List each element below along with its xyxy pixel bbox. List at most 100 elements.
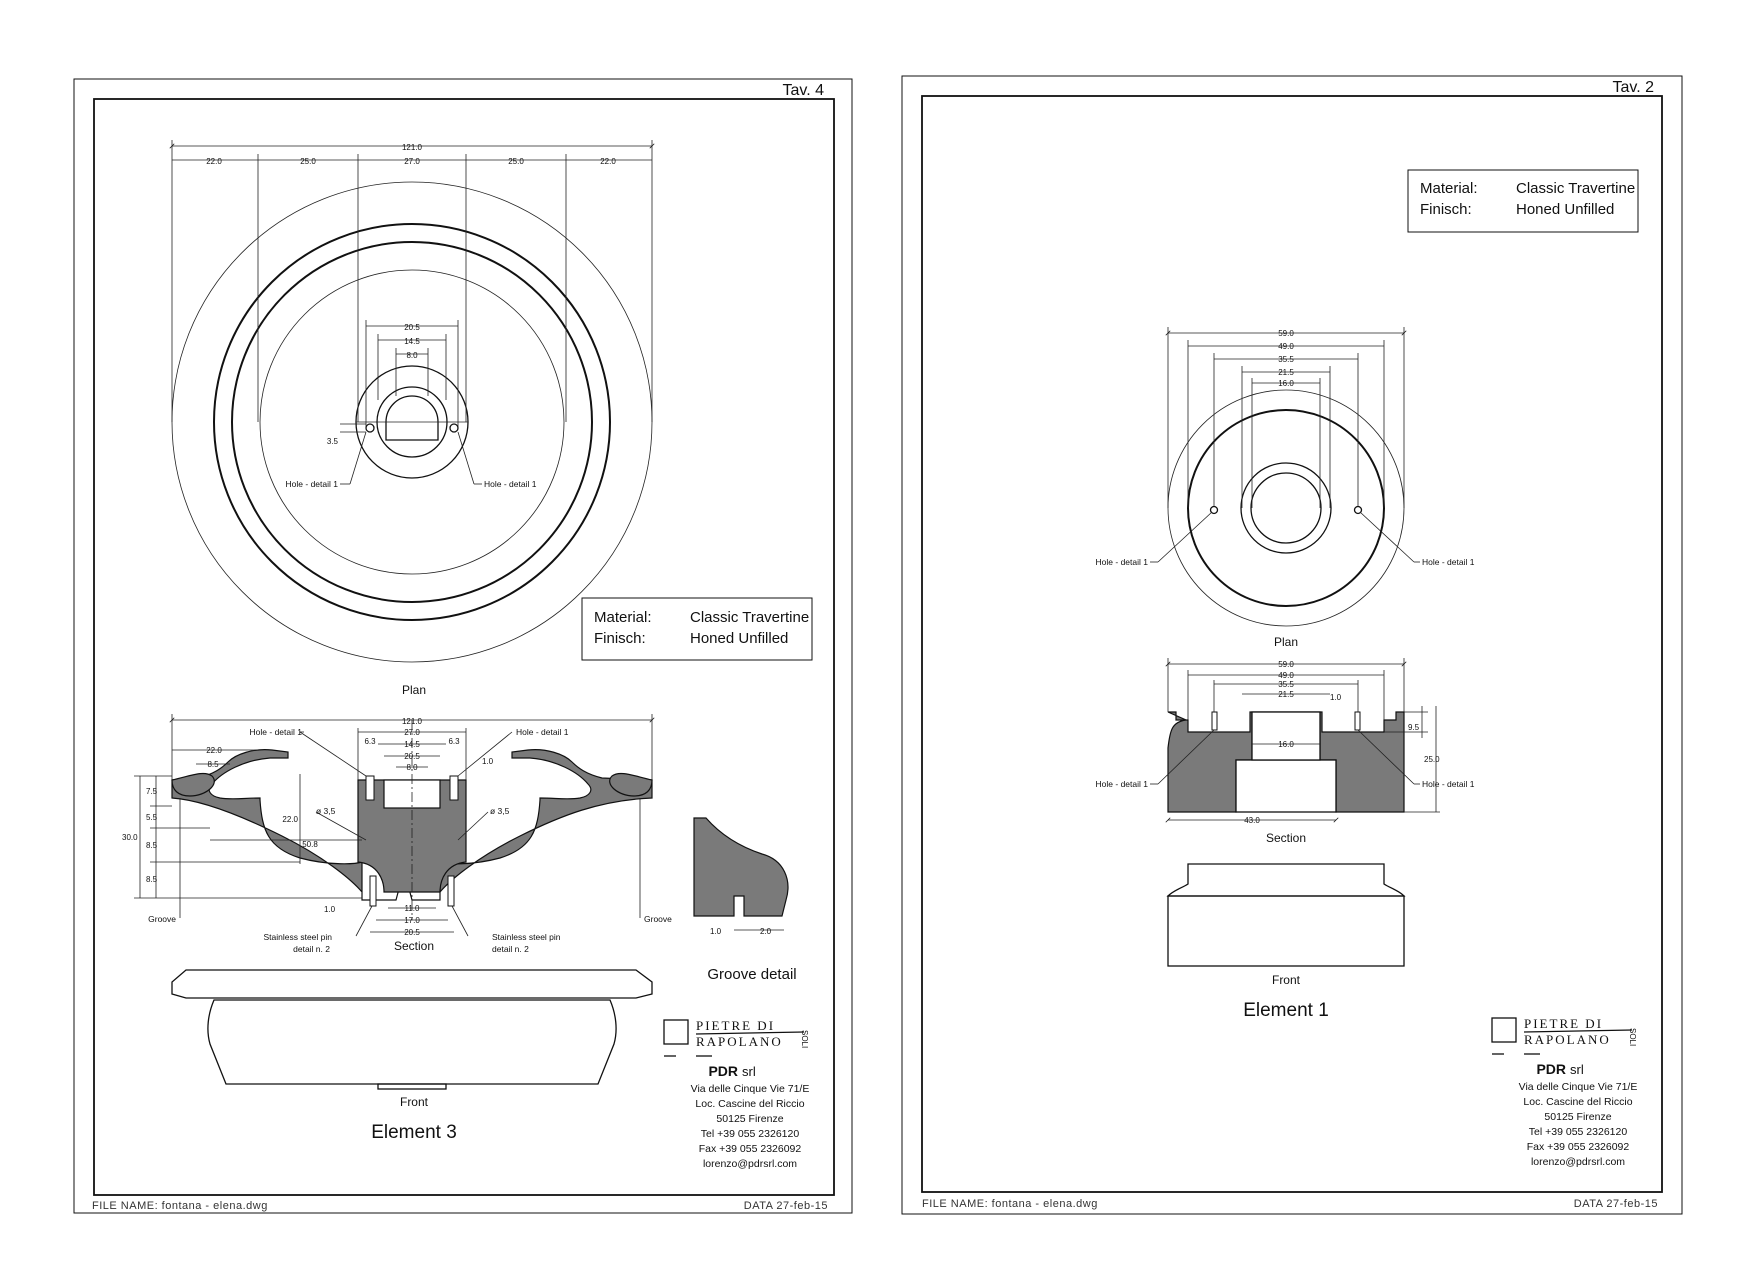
caption-plan: Plan xyxy=(402,683,426,697)
caption-plan-right: Plan xyxy=(1274,635,1298,649)
section-label-phi-right: ø 3,5 xyxy=(490,806,510,816)
finish-label-right: Finisch: xyxy=(1420,201,1472,218)
section-leader-phi-right xyxy=(457,811,489,841)
section-label-pin-left-1: Stainless steel pin xyxy=(263,932,332,942)
front-foot xyxy=(377,1083,447,1090)
company-logo-square-right xyxy=(1491,1017,1517,1043)
company-name: PDR xyxy=(708,1063,738,1079)
section-dim-75: 7.5 xyxy=(146,787,158,796)
section-right-dim-16: 16.0 xyxy=(1278,740,1294,749)
dim-inner-2: 14.5 xyxy=(404,337,420,346)
caption-section: Section xyxy=(394,939,434,953)
leader-hole-right xyxy=(457,431,475,485)
company-address-3: 50125 Firenze xyxy=(716,1113,783,1125)
logo-line-2: RAPOLANO xyxy=(696,1034,783,1049)
company-address-3-right: 50125 Firenze xyxy=(1544,1111,1611,1123)
section-right-dim-49: 49.0 xyxy=(1278,671,1294,680)
section-dim-63-left: 6.3 xyxy=(364,737,376,746)
plan-center-hole xyxy=(385,395,439,441)
front-right-cap xyxy=(1166,863,1406,897)
section-dim-1-top: 1.0 xyxy=(482,757,494,766)
company-suffix: srl xyxy=(742,1064,756,1079)
section-label-groove-left: Groove xyxy=(148,914,176,924)
section-right-dim-25: 25.0 xyxy=(1424,755,1440,764)
section-dim-85-a: 8.5 xyxy=(146,841,158,850)
label-hole-left: Hole - detail 1 xyxy=(286,479,339,489)
sheet-tav-4: Tav. 4 FILE NAME: fontana - elena.dwg DA… xyxy=(73,78,853,1214)
company-fax-right: Fax +39 055 2326092 xyxy=(1527,1141,1630,1153)
section-right-upper-bore xyxy=(1251,711,1321,761)
section-dim-22: 22.0 xyxy=(206,746,222,755)
plan-ring-1 xyxy=(213,223,611,621)
company-name-right: PDR xyxy=(1536,1061,1566,1077)
front-top-rim xyxy=(171,969,653,999)
section-view-element-3: 121.0 27.0 14.5 20.5 8.0 6.3 6.3 22.0 8.… xyxy=(122,714,672,954)
plan-right-label-hole-right: Hole - detail 1 xyxy=(1422,557,1475,567)
company-block-right: PIETRE DI RAPOLANO SOLI PDR srl Via dell… xyxy=(1491,1016,1638,1168)
dim-inner-3: 8.0 xyxy=(406,351,418,360)
plan-view-element-3: 121.0 22.0 25.0 27.0 25.0 22.0 20.5 14 xyxy=(169,140,655,697)
logo-side: SOLI xyxy=(800,1030,809,1048)
file-name-right: FILE NAME: fontana - elena.dwg xyxy=(922,1198,1098,1210)
groove-dim-a: 1.0 xyxy=(710,927,722,936)
dim-side: 3.5 xyxy=(327,437,339,446)
section-right-leader-left xyxy=(1157,729,1215,785)
section-dim-85: 8.5 xyxy=(207,760,219,769)
company-email-right: lorenzo@pdrsrl.com xyxy=(1531,1156,1625,1168)
finish-label: Finisch: xyxy=(594,630,646,647)
section-dim-1-bottom: 1.0 xyxy=(324,905,336,914)
caption-front: Front xyxy=(400,1095,429,1109)
plan-basin-edge xyxy=(259,269,565,575)
caption-front-right: Front xyxy=(1272,973,1301,987)
plan-view-element-1: 59.0 49.0 35.5 21.5 16.0 Hole - detail 1 xyxy=(1096,327,1475,649)
material-label-right: Material: xyxy=(1420,180,1478,197)
material-box-right-frame xyxy=(1407,169,1639,233)
section-label-hole-right: Hole - detail 1 xyxy=(516,727,569,737)
section-dim-8: 8.0 xyxy=(406,763,418,772)
element-title-3: Element 3 xyxy=(371,1122,457,1143)
element-title-1: Element 1 xyxy=(1243,1000,1329,1021)
plan-right-bore-inner xyxy=(1250,472,1322,544)
sheet-inner-frame-right xyxy=(921,95,1663,1193)
drawing-date: DATA 27-feb-15 xyxy=(744,1200,828,1212)
finish-value-right: Honed Unfilled xyxy=(1516,201,1614,218)
section-view-element-1: 59.0 49.0 35.5 21.5 1.0 16.0 9.5 25.0 xyxy=(1096,658,1475,845)
section-right-dim-43: 43.0 xyxy=(1244,816,1260,825)
sheet-number: Tav. 4 xyxy=(783,82,825,99)
section-dim-85-b: 8.5 xyxy=(146,875,158,884)
plan-right-label-hole-left: Hole - detail 1 xyxy=(1096,557,1149,567)
material-value-right: Classic Travertine xyxy=(1516,180,1635,197)
section-label-hole-left: Hole - detail 1 xyxy=(250,727,303,737)
company-address-1-right: Via delle Cinque Vie 71/E xyxy=(1519,1081,1638,1093)
logo-underline xyxy=(695,1031,805,1035)
section-dim-63-right: 6.3 xyxy=(448,737,460,746)
logo-side-right: SOLI xyxy=(1628,1028,1637,1046)
front-right-base xyxy=(1167,895,1405,967)
section-label-pin-right-1: Stainless steel pin xyxy=(492,932,561,942)
section-pin-right xyxy=(447,875,455,907)
section-dim-27: 27.0 xyxy=(404,728,420,737)
section-right-hole-left xyxy=(1211,711,1218,731)
logo-underline-right xyxy=(1523,1029,1633,1033)
section-dim-55: 5.5 xyxy=(146,813,158,822)
hole-icon-left xyxy=(365,423,375,433)
hole-icon-right xyxy=(449,423,459,433)
plan-right-outer xyxy=(1167,389,1405,627)
section-hole-left xyxy=(365,775,375,801)
section-dim-508: 50.8 xyxy=(302,840,318,849)
company-address-2-right: Loc. Cascine del Riccio xyxy=(1523,1096,1632,1108)
section-lip-left xyxy=(171,772,215,797)
plan-right-leader-left xyxy=(1157,511,1213,563)
section-dim-22v: 22.0 xyxy=(282,815,298,824)
dim-part-2: 25.0 xyxy=(300,157,316,166)
sheet-outer-frame xyxy=(73,78,853,1214)
section-right-dim-1: 1.0 xyxy=(1330,693,1342,702)
caption-section-right: Section xyxy=(1266,831,1306,845)
dim-part-3: 27.0 xyxy=(404,157,420,166)
section-right-bore xyxy=(1235,759,1337,813)
section-right-dim-59: 59.0 xyxy=(1278,660,1294,669)
company-address-2: Loc. Cascine del Riccio xyxy=(695,1098,804,1110)
material-box-left: Material: Classic Travertine Finisch: Ho… xyxy=(581,597,813,661)
company-phone-right: Tel +39 055 2326120 xyxy=(1529,1126,1628,1138)
